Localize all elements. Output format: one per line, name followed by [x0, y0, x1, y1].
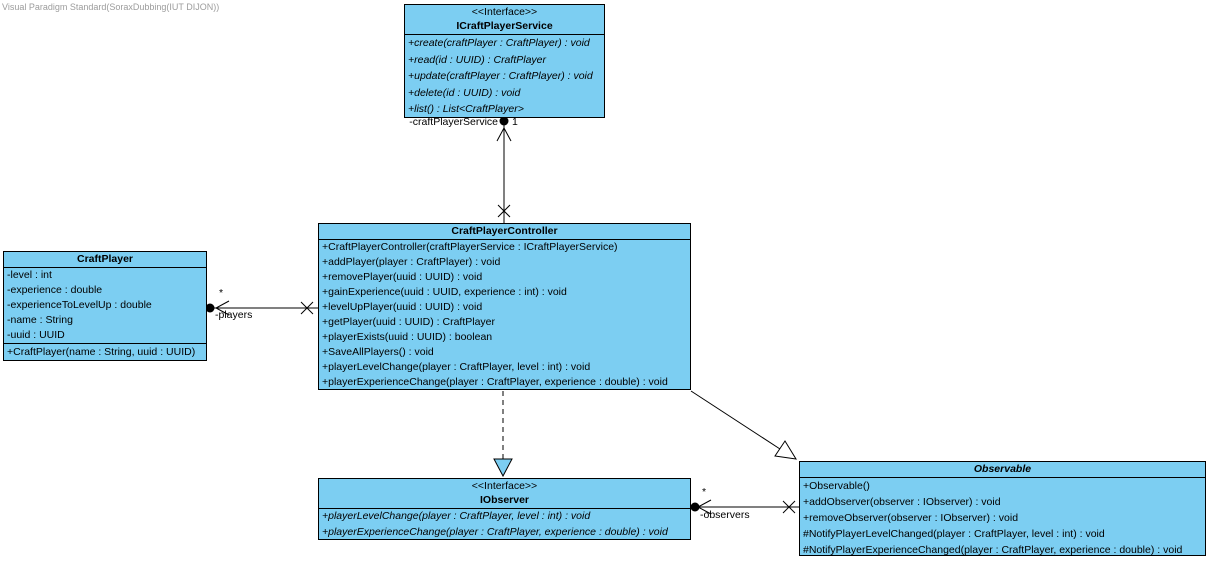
non-navigable-x-icon: [300, 301, 314, 315]
class-header: <<Interface>> IObserver: [319, 479, 690, 509]
role-label-observers: -observers: [700, 509, 750, 521]
open-arrowhead-icon: [214, 300, 230, 316]
class-craftplayer[interactable]: CraftPlayer -level : int -experience : d…: [3, 251, 207, 361]
attribute: -experience : double: [7, 284, 103, 296]
class-icraftplayerservice[interactable]: <<Interface>> ICraftPlayerService +creat…: [404, 4, 605, 118]
operation: +getPlayer(uuid : UUID) : CraftPlayer: [322, 316, 496, 328]
role-label-craftplayerservice: -craftPlayerService: [409, 116, 498, 128]
operation: +gainExperience(uuid : UUID, experience …: [322, 286, 567, 298]
class-iobserver[interactable]: <<Interface>> IObserver +playerLevelChan…: [318, 478, 691, 540]
association-observers[interactable]: [690, 499, 800, 515]
containment-dot-icon: [205, 303, 215, 313]
operation: +playerExperienceChange(player : CraftPl…: [322, 525, 668, 538]
operation: +read(id : UUID) : CraftPlayer: [408, 53, 546, 66]
operation: +Observable(): [803, 480, 870, 492]
triangle-arrowhead-icon: [774, 440, 797, 460]
operation: +update(craftPlayer : CraftPlayer) : voi…: [408, 70, 593, 82]
operation: +addObserver(observer : IObserver) : voi…: [803, 496, 1001, 508]
class-name: CraftPlayer: [76, 253, 134, 265]
attribute: -experienceToLevelUp : double: [7, 299, 152, 311]
class-name: IObserver: [479, 494, 530, 506]
multiplicity-label-craftplayerservice: 1: [512, 116, 518, 128]
class-name: Observable: [973, 463, 1032, 475]
class-header: CraftPlayer: [4, 252, 206, 268]
watermark: Visual Paradigm Standard(SoraxDubbing(IU…: [2, 2, 220, 12]
attribute: -uuid : UUID: [7, 329, 65, 341]
multiplicity-label-players: *: [219, 287, 224, 299]
operation: +levelUpPlayer(uuid : UUID) : void: [322, 301, 483, 313]
class-observable[interactable]: Observable +Observable() +addObserver(ob…: [799, 461, 1206, 556]
class-header: <<Interface>> ICraftPlayerService: [405, 5, 604, 35]
operations-compartment: +Observable() +addObserver(observer : IO…: [800, 478, 1205, 558]
class-name: CraftPlayerController: [451, 225, 558, 237]
attributes-compartment: -level : int -experience : double -exper…: [4, 268, 206, 344]
operation: +playerExists(uuid : UUID) : boolean: [322, 331, 493, 343]
operation: +addPlayer(player : CraftPlayer) : void: [322, 256, 501, 268]
operation: +SaveAllPlayers() : void: [322, 346, 434, 358]
operation: #NotifyPlayerLevelChanged(player : Craft…: [803, 528, 1105, 540]
triangle-arrowhead-icon: [493, 458, 513, 478]
operation: +playerLevelChange(player : CraftPlayer,…: [322, 361, 591, 373]
operation: +removeObserver(observer : IObserver) : …: [803, 512, 1019, 524]
open-arrowhead-icon: [496, 126, 512, 142]
containment-dot-icon: [499, 116, 509, 126]
operation: +create(craftPlayer : CraftPlayer) : voi…: [408, 37, 590, 49]
role-label-players: -players: [215, 309, 253, 321]
non-navigable-x-icon: [782, 500, 796, 514]
generalization-observable[interactable]: [690, 390, 797, 460]
association-craftplayerservice[interactable]: [496, 116, 512, 224]
stereotype-label: <<Interface>>: [471, 480, 538, 492]
operation: +playerExperienceChange(player : CraftPl…: [322, 376, 668, 388]
operation: +playerLevelChange(player : CraftPlayer,…: [322, 510, 591, 522]
operation: +CraftPlayerController(craftPlayerServic…: [322, 241, 618, 253]
open-arrowhead-icon: [696, 499, 712, 515]
class-craftplayercontroller[interactable]: CraftPlayerController +CraftPlayerContro…: [318, 223, 691, 390]
attribute: -name : String: [7, 314, 73, 326]
operation: #NotifyPlayerExperienceChanged(player : …: [803, 544, 1183, 556]
operations-compartment: +CraftPlayer(name : String, uuid : UUID): [4, 344, 206, 361]
multiplicity-label-observers: *: [702, 486, 707, 498]
non-navigable-x-icon: [497, 204, 511, 218]
operations-compartment: +create(craftPlayer : CraftPlayer) : voi…: [405, 35, 604, 118]
attribute: -level : int: [7, 269, 52, 281]
association-players[interactable]: [205, 300, 319, 316]
operation: +CraftPlayer(name : String, uuid : UUID): [7, 346, 196, 358]
class-name: ICraftPlayerService: [456, 20, 553, 32]
operations-compartment: +playerLevelChange(player : CraftPlayer,…: [319, 509, 690, 540]
containment-dot-icon: [690, 502, 700, 512]
realization-iobserver[interactable]: [493, 391, 513, 478]
operation: +list() : List<CraftPlayer>: [408, 103, 524, 115]
operation: +removePlayer(uuid : UUID) : void: [322, 271, 483, 283]
operations-compartment: +CraftPlayerController(craftPlayerServic…: [319, 240, 690, 390]
stereotype-label: <<Interface>>: [471, 6, 538, 18]
class-header: Observable: [800, 462, 1205, 478]
class-header: CraftPlayerController: [319, 224, 690, 240]
operation: +delete(id : UUID) : void: [408, 86, 521, 99]
